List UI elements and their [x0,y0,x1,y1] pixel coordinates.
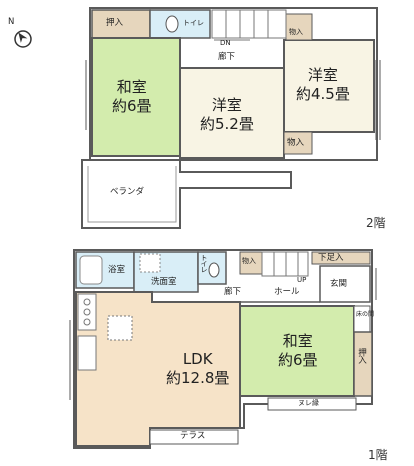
1f-staircase [261,251,309,277]
2f-monoire-top [285,13,313,41]
1f-ldk-size: 約12.8畳 [166,369,230,387]
1f-washitsu-name: 和室 [282,332,313,350]
2f-toilet-label: トイレ [183,19,204,27]
2f-youshitsu-52 [179,67,285,159]
2f-washitsu-name: 和室 [116,78,147,96]
2f-rouka-label: 廊下 [218,52,236,62]
2f-youshitsu-52-size: 約5.2畳 [200,115,254,133]
2f-youshitsu-45 [283,39,375,133]
2f-youshitsu-45-size: 約4.5畳 [296,85,350,103]
2f-veranda-label: ベランダ [110,187,145,197]
1f-oshiire [353,331,373,397]
1f-washer-icon [139,253,161,273]
2f-toilet [149,9,211,39]
2f-monoire-mid [283,131,313,155]
2f-windows [85,60,381,140]
1f-ldk-name: LDK [182,350,213,368]
1f-terrace-label: テラス [180,431,206,441]
1f-washitsu-size: 約6畳 [278,351,318,369]
2f-washitsu-label: 和室 約6畳 [112,78,152,116]
compass: N [8,18,38,54]
1f-nureen-label: ヌレ縁 [298,399,319,407]
1f-washitsu [239,305,355,397]
1f-floor-label: 1階 [368,448,388,462]
1f-kitchen [77,293,133,371]
1f-hall-label: ホール [274,287,300,297]
compass-north-arrow-icon [14,30,32,48]
1f-up-label: UP [297,276,307,284]
1f-toilet-bowl-icon [208,262,220,278]
2f-oshiire [91,9,151,39]
2f-dn-label: DN [220,39,231,47]
2f-floor-label: 2階 [366,216,386,230]
1f-monoire-label: 物入 [242,257,256,265]
1f-bathtub-icon [79,255,103,285]
1f-windows [69,268,377,400]
2f-youshitsu-45-label: 洋室 約4.5畳 [296,66,350,104]
1f-shitabako [311,251,371,265]
1f-toilet-label: トイレ [200,254,208,272]
2f-toilet-bowl-icon [165,15,179,33]
2f-youshitsu-52-label: 洋室 約5.2畳 [200,96,254,134]
2f-oshiire-label: 押入 [106,18,124,28]
2f-staircase [211,9,287,41]
2f-youshitsu-45-name: 洋室 [307,66,338,84]
1f-genkan-label: 玄関 [330,279,348,289]
compass-label: N [8,17,15,27]
1f-toilet [197,251,227,285]
2f-veranda-area [81,159,292,229]
2f-monoire-top-label: 物入 [289,28,303,36]
1f-rouka-label: 廊下 [224,287,242,297]
1f-washitsu-label: 和室 約6畳 [278,332,318,370]
1f-bath-label: 浴室 [108,265,126,275]
2f-monoire-mid-label: 物入 [287,138,305,148]
1f-nureen [267,397,357,411]
1f-tokonoma [353,305,371,333]
2f-youshitsu-52-name: 洋室 [211,96,242,114]
1f-shitabako-label: 下足入 [318,253,344,263]
2f-veranda-inner-rail [87,166,177,223]
1f-senmen-label: 洗面室 [151,277,177,287]
2f-washitsu [91,37,181,157]
1f-genkan [319,265,371,303]
1f-oshiire-label: 押入 [356,348,367,363]
2f-washitsu-size: 約6畳 [112,97,152,115]
1f-ldk-label: LDK 約12.8畳 [166,350,229,388]
1f-tokonoma-label: 床の間 [356,311,375,318]
1f-terrace [149,429,239,445]
